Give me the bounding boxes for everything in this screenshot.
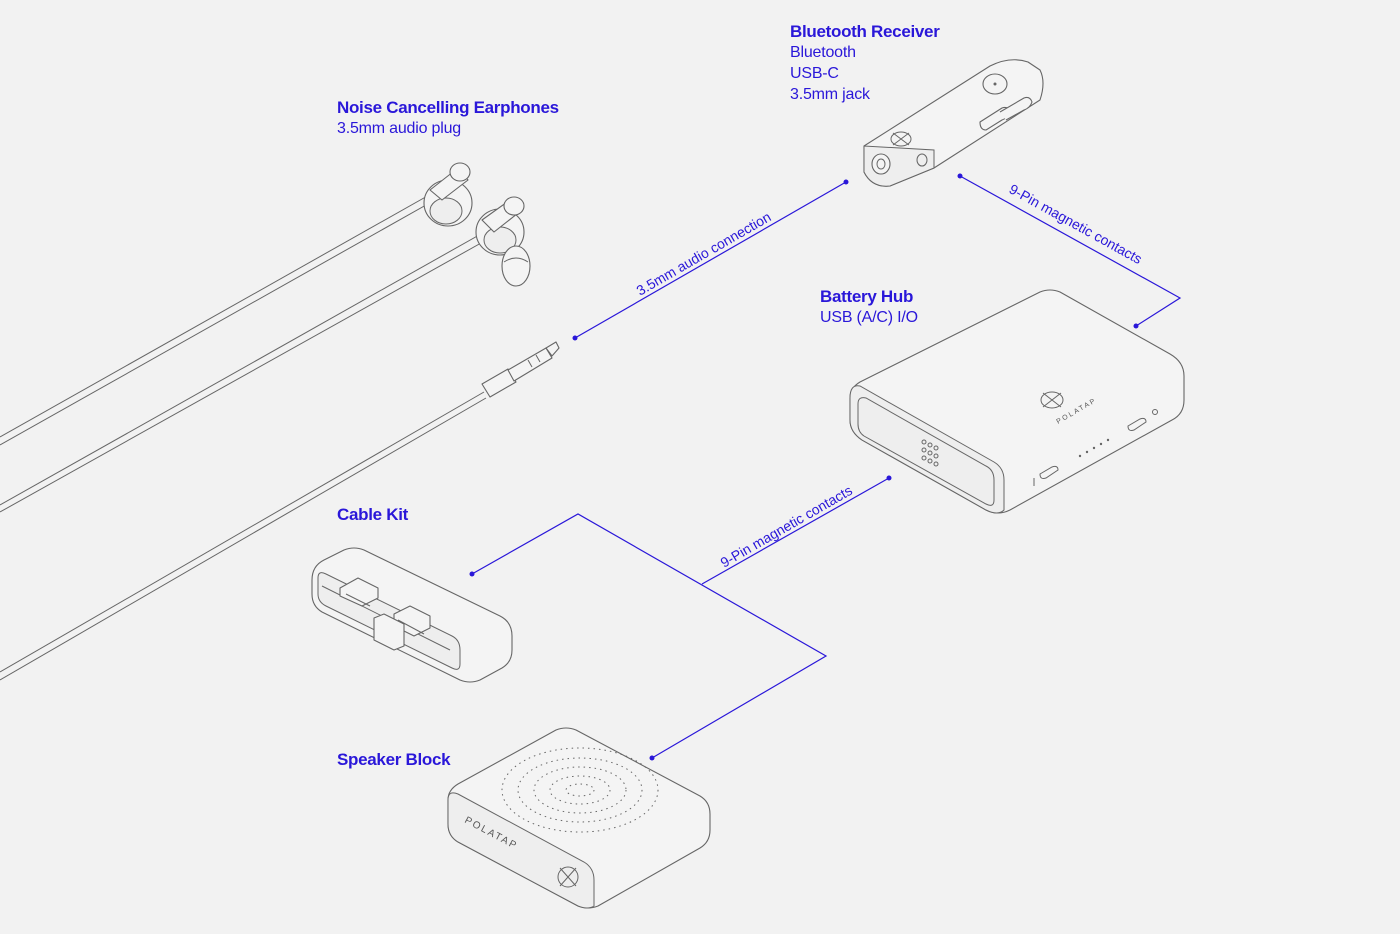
battery-modules-connector-line — [701, 477, 890, 585]
speaker-block-illustration: POLATAP — [447, 727, 711, 909]
battery-label: Battery Hub USB (A/C) I/O — [820, 286, 918, 328]
battery-logo-icon — [1040, 391, 1064, 409]
receiver-label: Bluetooth Receiver Bluetooth USB-C 3.5mm… — [790, 21, 940, 105]
receiver-battery-connection-label: 9-Pin magnetic contacts — [1007, 181, 1145, 267]
battery-modules-connection-label: 9-Pin magnetic contacts — [718, 482, 855, 571]
speaker-logo-icon — [557, 866, 579, 888]
usb-port-2 — [1127, 417, 1147, 431]
cable-kit-label: Cable Kit — [337, 504, 408, 525]
receiver-button-dot — [993, 82, 997, 86]
battery-title: Battery Hub — [820, 287, 914, 306]
earphone-cable-left-2 — [0, 195, 443, 446]
receiver-title: Bluetooth Receiver — [790, 22, 940, 41]
receiver-logo-icon — [890, 131, 912, 147]
cable-kit-illustration — [311, 547, 513, 683]
bluetooth-receiver-illustration — [863, 59, 1044, 187]
plug-cable — [0, 391, 485, 673]
earphones-illustration — [0, 162, 560, 681]
earphones-spec-1: 3.5mm audio plug — [337, 120, 461, 137]
receiver-spec-3: 3.5mm jack — [790, 86, 870, 103]
earphones-title: Noise Cancelling Earphones — [337, 98, 559, 117]
receiver-battery-connector-line — [959, 175, 1182, 327]
audio-connector-line — [574, 181, 847, 339]
speaker-grille-icon — [501, 747, 659, 833]
earbud-right — [475, 196, 531, 287]
audio-plug — [481, 341, 560, 398]
earphone-cable-left — [0, 189, 439, 438]
receiver-spec-2: USB-C — [790, 65, 839, 82]
cable-kit-title: Cable Kit — [337, 505, 408, 524]
speaker-label: Speaker Block — [337, 749, 451, 770]
usb-port-1 — [1039, 465, 1059, 479]
earbud-left — [423, 162, 473, 227]
battery-hub-illustration: POLATAP — [849, 289, 1185, 514]
earphone-cable-right — [0, 229, 489, 506]
speaker-title: Speaker Block — [337, 750, 451, 769]
battery-led-dots — [1078, 438, 1110, 458]
plug-cable-2 — [0, 397, 487, 681]
earphone-cable-right-2 — [0, 237, 491, 513]
battery-spec-1: USB (A/C) I/O — [820, 309, 918, 326]
cable-kit-connector-line — [471, 513, 828, 759]
receiver-spec-1: Bluetooth — [790, 44, 856, 61]
battery-pin-grid-icon — [921, 439, 939, 467]
device-strokes: POLATAP — [0, 59, 1185, 909]
earphones-label: Noise Cancelling Earphones 3.5mm audio p… — [337, 97, 559, 139]
audio-connection-label: 3.5mm audio connection — [634, 208, 774, 298]
battery-indicator-icon — [1152, 409, 1158, 415]
